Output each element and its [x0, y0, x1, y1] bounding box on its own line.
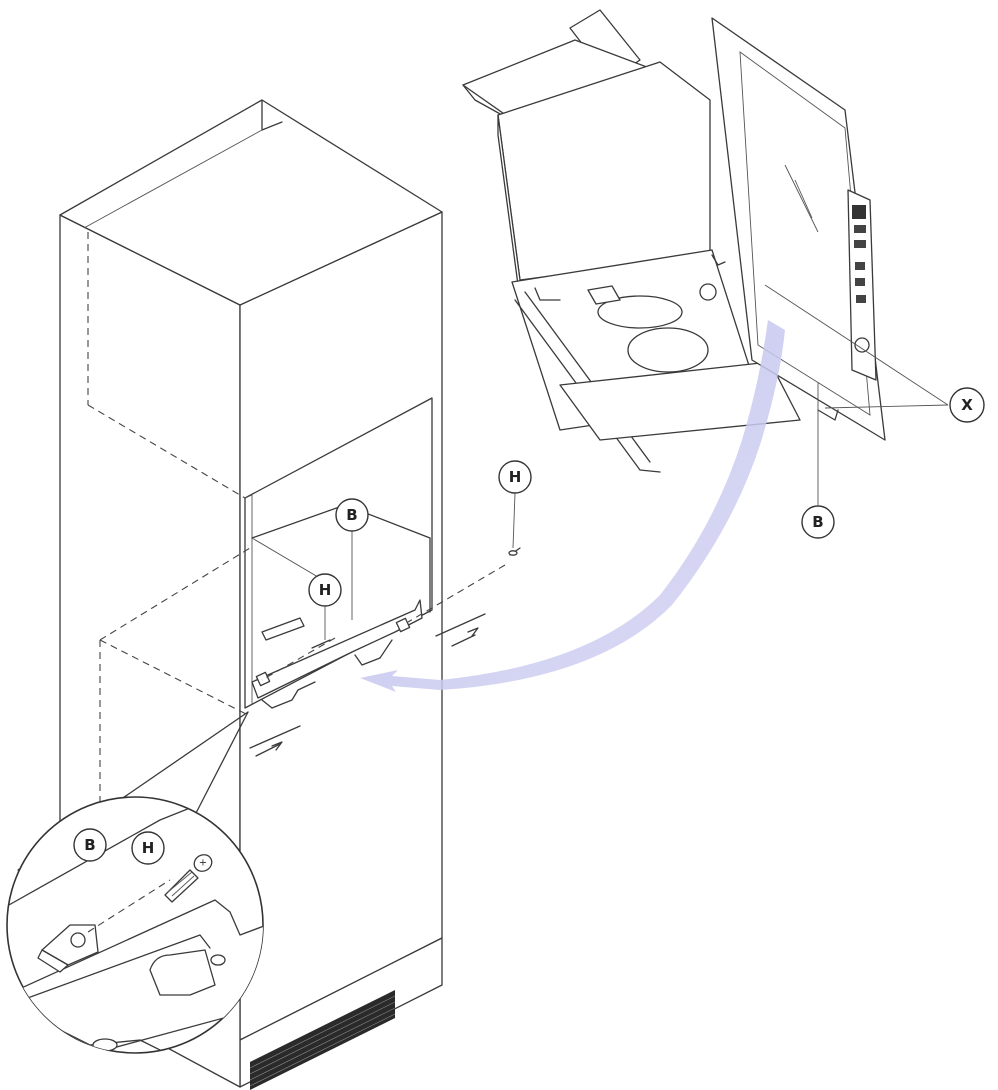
callout-h-niche: H	[308, 573, 342, 607]
callout-b-oven: B	[801, 505, 835, 539]
callout-h-screw: H	[498, 460, 532, 494]
svg-text:B: B	[84, 836, 95, 854]
callout-h-zoom: H	[131, 831, 165, 865]
screw-h-floating	[508, 547, 521, 556]
svg-text:H: H	[319, 581, 332, 599]
svg-text:H: H	[509, 468, 522, 486]
mounting-bracket	[251, 599, 423, 709]
oven-appliance	[462, 9, 949, 505]
callout-b-bracket: B	[335, 498, 369, 532]
zoom-detail: +	[6, 711, 264, 1054]
svg-text:B: B	[812, 513, 823, 531]
dimension-marks	[249, 613, 486, 757]
svg-text:H: H	[142, 839, 155, 857]
callout-b-zoom: B	[73, 828, 107, 862]
svg-text:B: B	[346, 506, 357, 524]
callout-x-oven: X	[949, 387, 985, 423]
svg-text:X: X	[961, 396, 973, 414]
svg-text:+: +	[199, 858, 207, 869]
